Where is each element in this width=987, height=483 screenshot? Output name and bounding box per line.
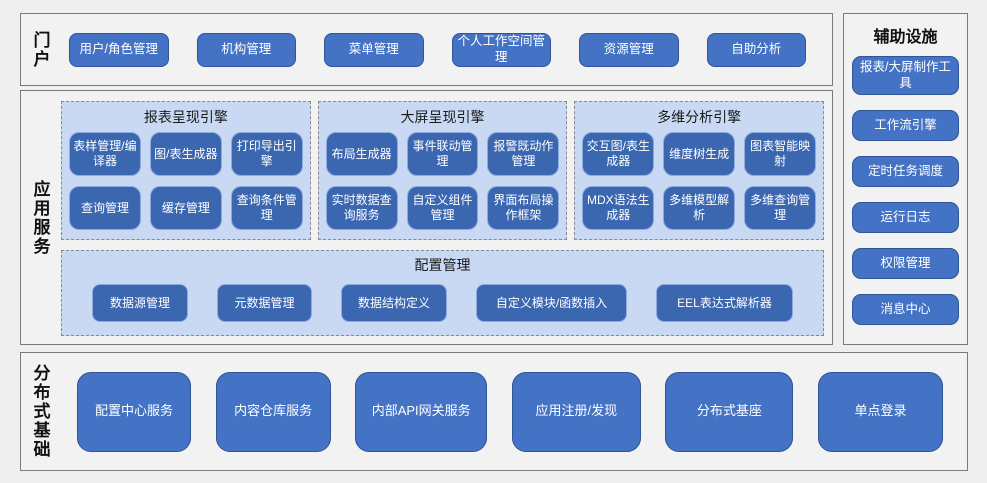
node-eel-expression-parser: EEL表达式解析器 — [656, 284, 793, 322]
auxiliary-column: 报表/大屏制作工具 工作流引擎 定时任务调度 运行日志 权限管理 消息中心 — [844, 53, 967, 344]
aux-item-workflow-engine: 工作流引擎 — [852, 110, 959, 142]
config-management-panel: 配置管理 数据源管理 元数据管理 数据结构定义 自定义模块/函数插入 EEL表达… — [61, 250, 824, 336]
node-mdx-syntax-generator: MDX语法生成器 — [582, 186, 655, 230]
foundation-button-row: 配置中心服务 内容仓库服务 内部API网关服务 应用注册/发现 分布式基座 单点… — [59, 353, 967, 470]
portal-item-org-management: 机构管理 — [196, 32, 296, 67]
aux-item-message-center: 消息中心 — [852, 294, 959, 326]
portal-item-user-role-management: 用户/角色管理 — [69, 32, 169, 67]
bigscreen-engine-grid: 布局生成器 事件联动管理 报警既动作管理 实时数据查询服务 自定义组件管理 界面… — [325, 132, 560, 230]
foundation-item-config-center: 配置中心服务 — [77, 371, 191, 452]
node-chart-table-generator: 图/表生成器 — [149, 132, 222, 176]
config-management-title: 配置管理 — [414, 257, 471, 273]
node-alarm-action-management: 报警既动作管理 — [487, 132, 560, 176]
foundation-item-distributed-base: 分布式基座 — [665, 371, 794, 452]
aux-item-run-log: 运行日志 — [852, 202, 959, 234]
portal-item-self-service-analysis: 自助分析 — [706, 32, 806, 67]
report-engine-panel: 报表呈现引擎 表样管理/编译器 图/表生成器 打印导出引擎 查询管理 缓存管理 … — [61, 101, 311, 240]
report-engine-grid: 表样管理/编译器 图/表生成器 打印导出引擎 查询管理 缓存管理 查询条件管理 — [69, 132, 303, 230]
node-cache-management: 缓存管理 — [149, 186, 222, 230]
node-multidim-model-parsing: 多维模型解析 — [663, 186, 736, 230]
auxiliary-title: 辅助设施 — [873, 29, 938, 46]
node-interactive-chart-generator: 交互图/表生成器 — [582, 132, 655, 176]
node-custom-component-management: 自定义组件管理 — [406, 186, 479, 230]
aux-item-report-bigscreen-tool: 报表/大屏制作工具 — [852, 56, 959, 96]
node-query-condition-management: 查询条件管理 — [230, 186, 303, 230]
portal-button-row: 用户/角色管理 机构管理 菜单管理 个人工作空间管理 资源管理 自助分析 — [59, 14, 832, 85]
node-event-linkage-management: 事件联动管理 — [406, 132, 479, 176]
node-realtime-data-query-service: 实时数据查询服务 — [325, 186, 398, 230]
olap-engine-panel: 多维分析引擎 交互图/表生成器 维度树生成 图表智能映射 MDX语法生成器 多维… — [574, 101, 825, 240]
node-dimension-tree-generation: 维度树生成 — [663, 132, 736, 176]
app-services-label: 应用服务 — [30, 179, 50, 256]
node-metadata-management: 元数据管理 — [217, 284, 312, 322]
node-data-structure-definition: 数据结构定义 — [341, 284, 447, 322]
report-engine-title: 报表呈现引擎 — [143, 109, 228, 125]
node-template-compiler: 表样管理/编译器 — [69, 132, 141, 176]
node-multidim-query-management: 多维查询管理 — [744, 186, 817, 230]
portal-item-resource-management: 资源管理 — [579, 32, 679, 67]
foundation-section: 分布式基础 配置中心服务 内容仓库服务 内部API网关服务 应用注册/发现 分布… — [20, 352, 968, 471]
portal-item-menu-management: 菜单管理 — [324, 32, 424, 67]
node-datasource-management: 数据源管理 — [92, 284, 188, 322]
portal-section: 门户 用户/角色管理 机构管理 菜单管理 个人工作空间管理 资源管理 自助分析 — [20, 13, 833, 86]
node-layout-generator: 布局生成器 — [325, 132, 398, 176]
node-custom-module-function-insert: 自定义模块/函数插入 — [476, 284, 627, 322]
portal-item-workspace-management: 个人工作空间管理 — [451, 32, 551, 67]
foundation-item-internal-api-gateway: 内部API网关服务 — [355, 371, 488, 452]
node-print-export-engine: 打印导出引擎 — [230, 132, 303, 176]
aux-item-permission-management: 权限管理 — [852, 248, 959, 280]
foundation-item-single-sign-on: 单点登录 — [817, 371, 943, 452]
foundation-label: 分布式基础 — [30, 364, 50, 459]
engines-row: 报表呈现引擎 表样管理/编译器 图/表生成器 打印导出引擎 查询管理 缓存管理 … — [61, 101, 825, 240]
bigscreen-engine-panel: 大屏呈现引擎 布局生成器 事件联动管理 报警既动作管理 实时数据查询服务 自定义… — [317, 101, 568, 240]
auxiliary-section: 辅助设施 报表/大屏制作工具 工作流引擎 定时任务调度 运行日志 权限管理 消息… — [843, 13, 968, 345]
app-services-section: 应用服务 报表呈现引擎 表样管理/编译器 图/表生成器 打印导出引擎 查询管理 … — [20, 90, 833, 345]
config-management-row: 数据源管理 元数据管理 数据结构定义 自定义模块/函数插入 EEL表达式解析器 — [68, 280, 817, 326]
olap-engine-title: 多维分析引擎 — [657, 109, 742, 125]
foundation-item-app-register-discovery: 应用注册/发现 — [511, 371, 641, 452]
bigscreen-engine-title: 大屏呈现引擎 — [400, 109, 485, 125]
app-services-content: 报表呈现引擎 表样管理/编译器 图/表生成器 打印导出引擎 查询管理 缓存管理 … — [59, 91, 832, 344]
node-chart-smart-mapping: 图表智能映射 — [744, 132, 817, 176]
portal-label: 门户 — [30, 30, 50, 69]
aux-item-scheduled-task: 定时任务调度 — [852, 156, 959, 188]
node-ui-layout-framework: 界面布局操作框架 — [487, 186, 560, 230]
foundation-item-content-repository: 内容仓库服务 — [215, 371, 331, 452]
node-query-management: 查询管理 — [69, 186, 141, 230]
olap-engine-grid: 交互图/表生成器 维度树生成 图表智能映射 MDX语法生成器 多维模型解析 多维… — [582, 132, 817, 230]
